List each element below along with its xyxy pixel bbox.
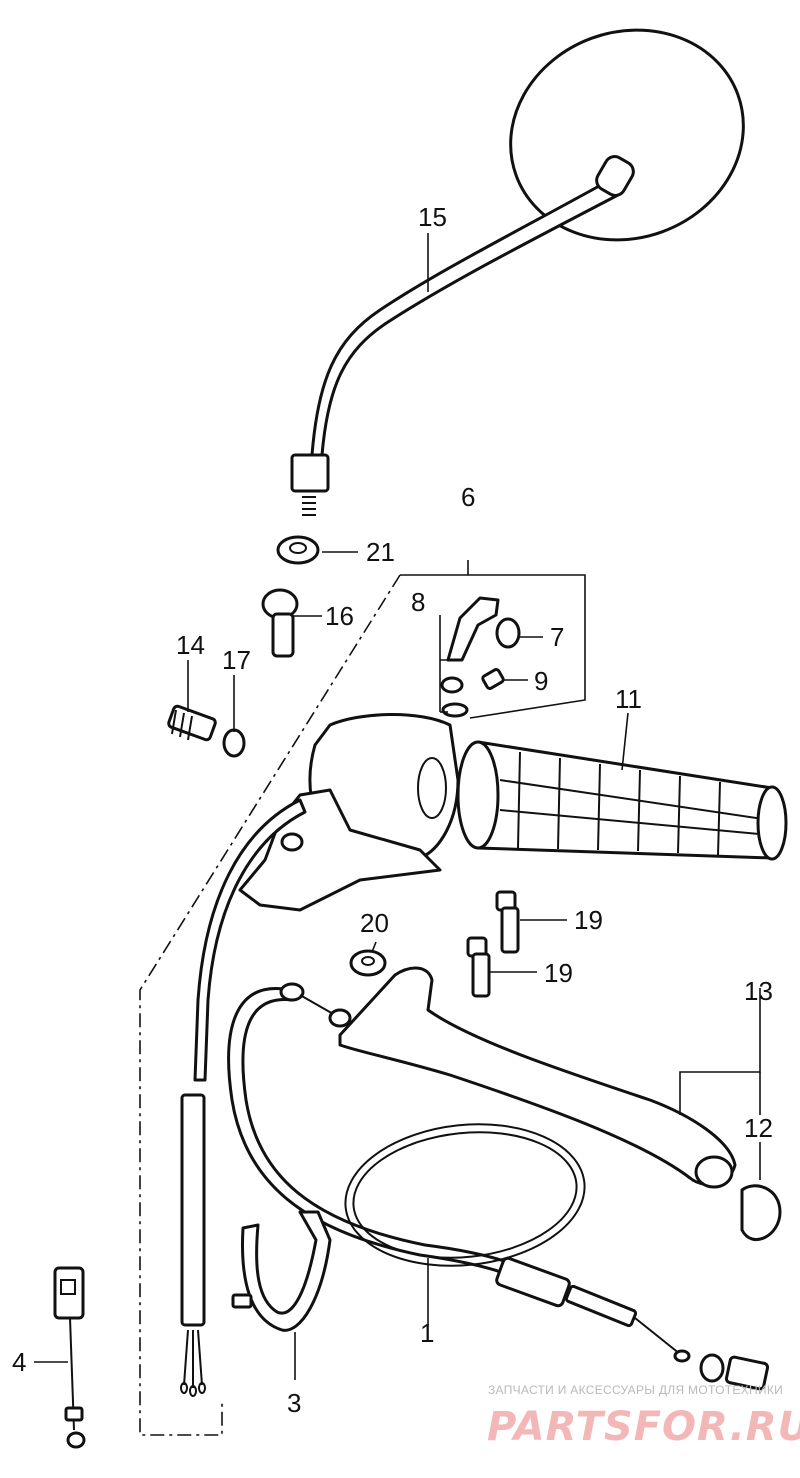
mirror-head	[509, 28, 745, 242]
callout-8: 8	[411, 587, 425, 617]
part-8-bracket	[439, 596, 500, 718]
mirror-base-nut	[290, 453, 330, 493]
callout-labels: 15 21 16 14 17 6 8 7 9 11 20 19 19 13 12…	[12, 202, 773, 1418]
part-19-bolt-lower	[466, 936, 491, 998]
part-12-lever-cap	[740, 1184, 782, 1242]
part-6-group-outline	[139, 560, 586, 1436]
callout-9: 9	[534, 666, 548, 696]
switch-wire-harness	[180, 798, 307, 1397]
callout-14: 14	[176, 630, 205, 660]
callout-17: 17	[222, 645, 251, 675]
part-9-screw	[481, 668, 505, 690]
watermark-logo: PARTSFOR.RU	[487, 1404, 800, 1450]
callout-15: 15	[418, 202, 447, 232]
callout-12: 12	[744, 1113, 773, 1143]
lever-holder-housing	[238, 713, 460, 912]
part-3-band	[231, 1210, 332, 1332]
mirror-assembly	[290, 28, 745, 516]
callout-6: 6	[461, 482, 475, 512]
part-13-lever	[338, 966, 737, 1189]
part-4-switch	[53, 1266, 86, 1449]
callout-1: 1	[420, 1318, 434, 1348]
part-20-nut	[349, 949, 387, 977]
callout-19-lower: 19	[544, 958, 573, 988]
part-16-bolt	[261, 588, 299, 658]
part-21-nut	[276, 535, 320, 565]
part-14-adjuster	[167, 704, 217, 742]
part-7-cap	[495, 617, 521, 649]
part-17-washer	[222, 728, 246, 758]
callout-4: 4	[12, 1347, 26, 1377]
callout-7: 7	[550, 622, 564, 652]
callout-21: 21	[366, 537, 395, 567]
callout-3: 3	[287, 1388, 301, 1418]
part-11-grip	[456, 740, 788, 861]
callout-13: 13	[744, 976, 773, 1006]
leader-lines	[34, 233, 761, 1380]
callout-16: 16	[325, 601, 354, 631]
watermark-tagline: ЗАПЧАСТИ И АКСЕССУАРЫ ДЛЯ МОТОТЕХНИКИ	[488, 1383, 783, 1397]
watermark: ЗАПЧАСТИ И АКСЕССУАРЫ ДЛЯ МОТОТЕХНИКИ PA…	[487, 1383, 800, 1450]
cable-end-nuts	[699, 1353, 770, 1391]
callout-11: 11	[615, 684, 642, 714]
callout-20: 20	[360, 908, 389, 938]
part-19-bolt-upper	[495, 890, 520, 954]
callout-19-upper: 19	[574, 905, 603, 935]
